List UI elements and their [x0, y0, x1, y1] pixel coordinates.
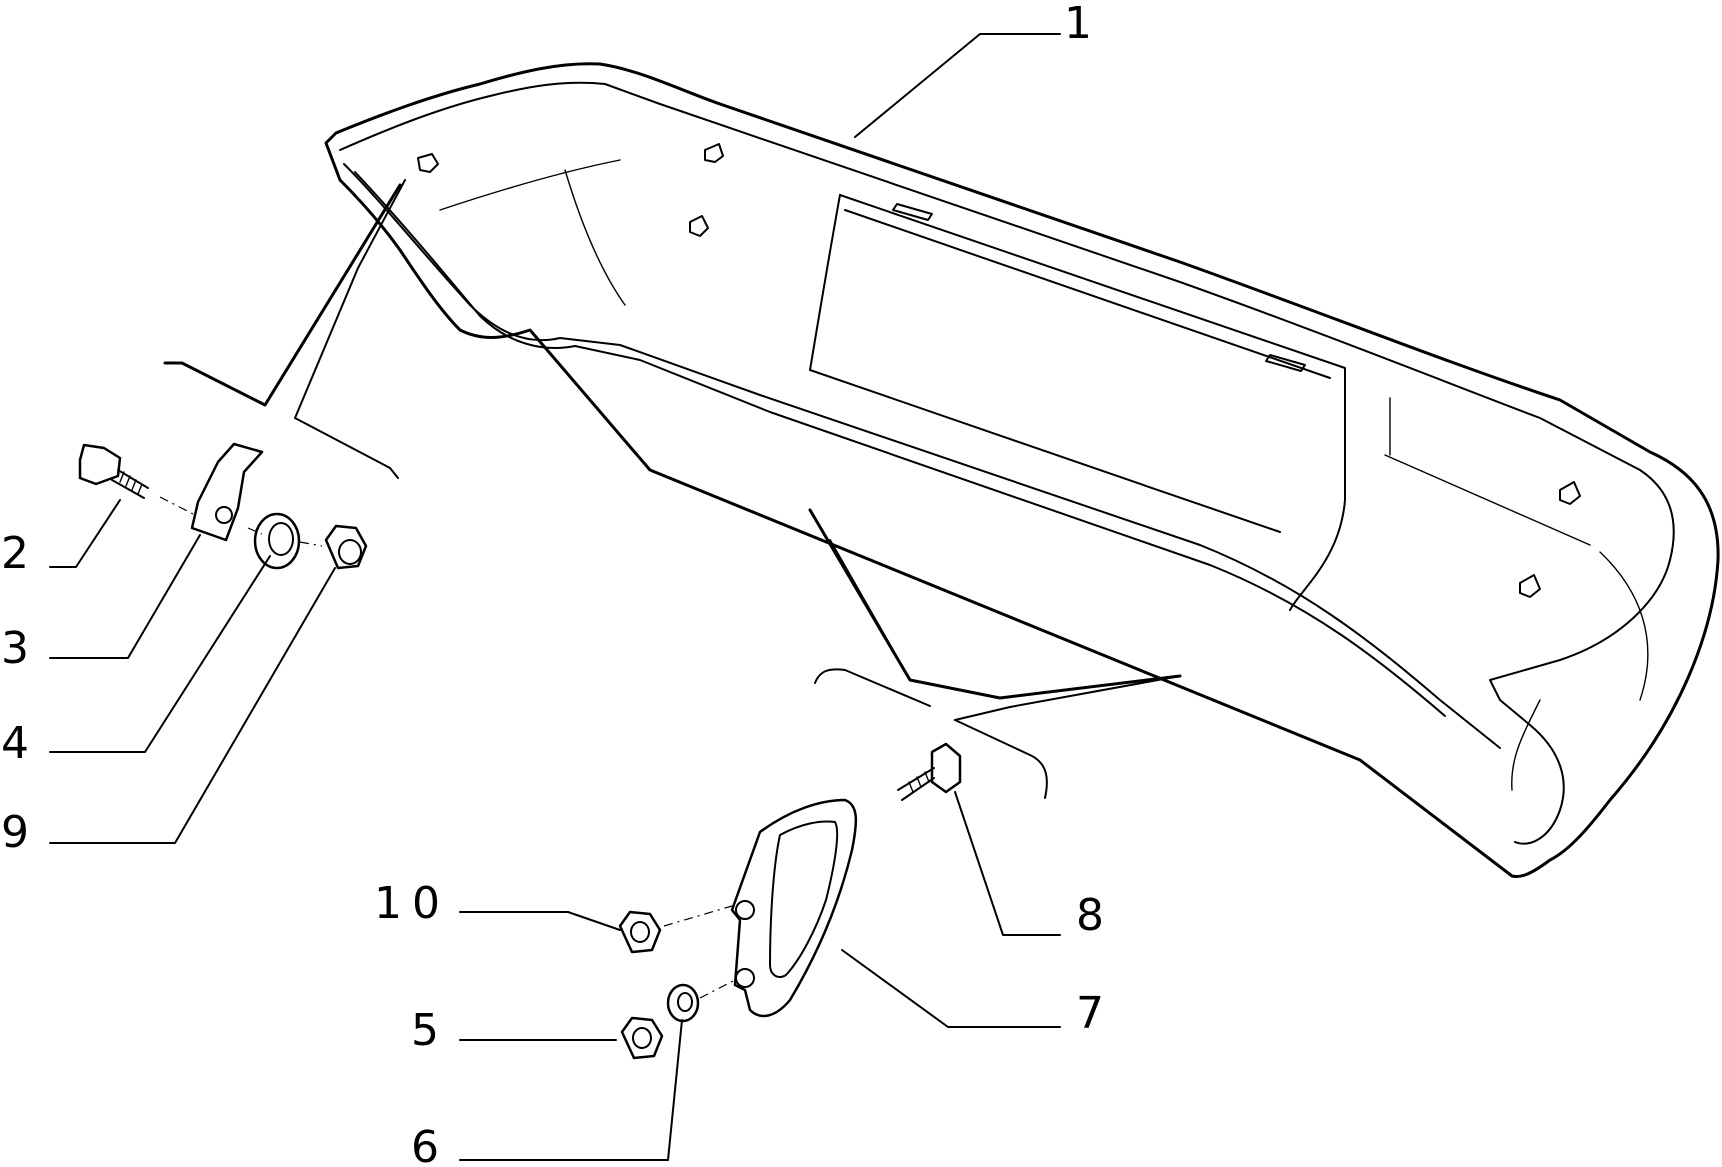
callout-label-4: 4	[1, 718, 29, 769]
callout-label-8: 8	[1076, 890, 1104, 941]
nut-shape	[620, 1016, 664, 1060]
bracket-shape	[190, 442, 264, 542]
callout-label-7: 7	[1076, 988, 1104, 1039]
callout-label-9: 9	[1, 807, 29, 858]
mounting-plate-shape	[730, 798, 858, 1018]
callout-label-3: 3	[1, 623, 29, 674]
nut-shape	[618, 910, 662, 954]
callout-label-5: 5	[411, 1005, 439, 1056]
washer-shape	[253, 512, 301, 570]
callout-labels: 1 2 3 4 9 10 5 6 7 8	[1, 0, 1104, 1167]
washer-shape	[666, 983, 700, 1023]
assembly-guide-lines	[159, 179, 1182, 999]
bolt-shape	[78, 443, 149, 499]
callout-leaders	[49, 33, 1061, 1161]
screw-shape	[897, 742, 962, 801]
callout-label-6: 6	[411, 1122, 439, 1167]
callout-label-10: 10	[374, 878, 450, 929]
bumper-shape	[324, 62, 1720, 879]
callout-label-1: 1	[1064, 0, 1092, 49]
nut-shape	[324, 524, 368, 570]
callout-label-2: 2	[1, 528, 29, 579]
